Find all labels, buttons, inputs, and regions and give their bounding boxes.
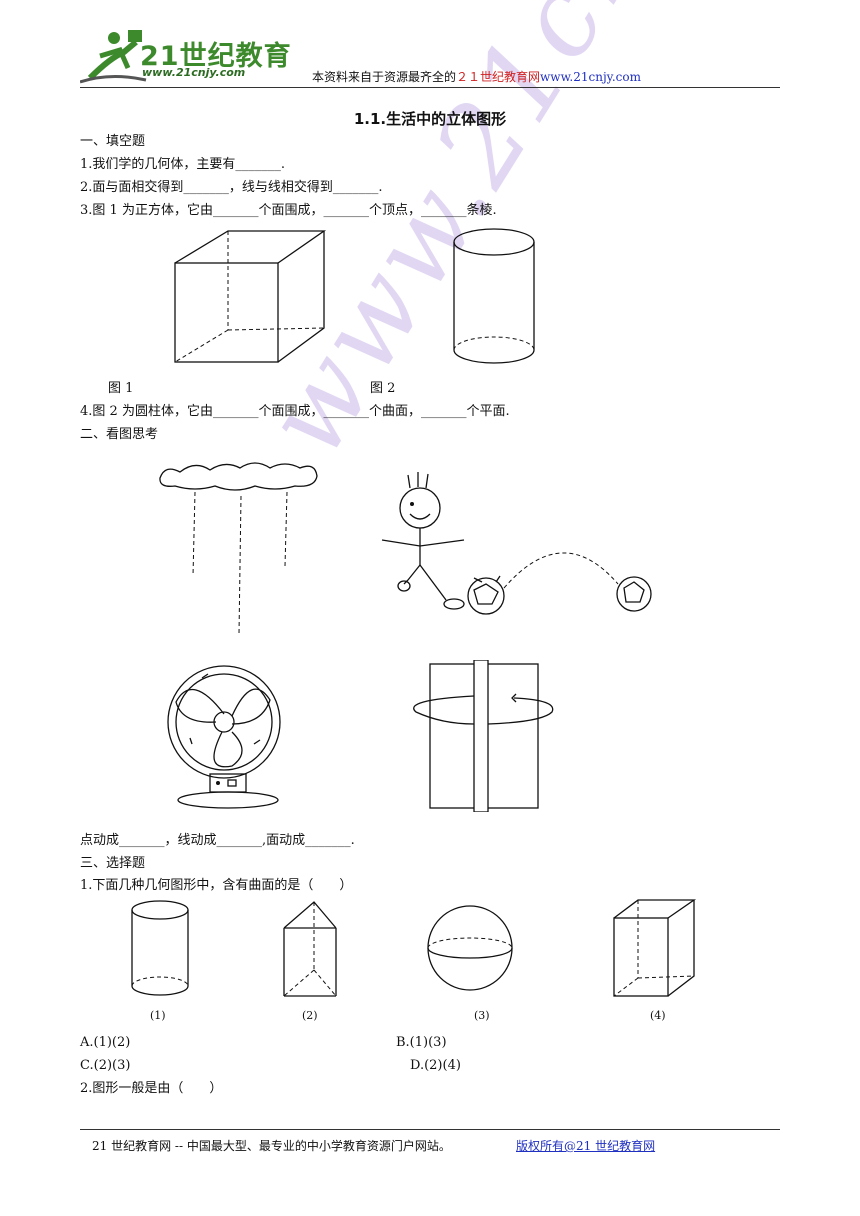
- question-1-2: 2.面与面相交得到_______，线与线相交得到_______.: [80, 180, 383, 195]
- footer-divider: [80, 1129, 780, 1130]
- section2-heading: 二、看图思考: [80, 427, 159, 442]
- cylinder-figure: [453, 228, 535, 364]
- runner-logo-icon: [79, 30, 147, 84]
- header-note-site: ２１世纪教育网: [456, 70, 541, 84]
- question-3-2: 2.图形一般是由（ ）: [80, 1081, 223, 1096]
- kicking-ball-figure: [381, 472, 652, 615]
- header-note-prefix: 本资料来自于资源最齐全的: [312, 70, 457, 84]
- choice-label-2: (2): [302, 1009, 318, 1022]
- choice-label-1: (1): [150, 1009, 166, 1022]
- header-note: 本资料来自于资源最齐全的２１世纪教育网www.21cnjy.com: [312, 68, 641, 86]
- figure-1-label: 图 1: [108, 381, 134, 396]
- choice-label-3: (3): [474, 1009, 490, 1022]
- page-title: 1.1.生活中的立体图形: [353, 110, 507, 128]
- rotating-rectangle-figure: [413, 660, 554, 812]
- choice-cylinder: [131, 900, 189, 996]
- section1-heading: 一、填空题: [80, 134, 146, 149]
- choice-sphere: [427, 905, 513, 991]
- option-a: A.(1)(2): [80, 1035, 131, 1050]
- logo-url: www.21cnjy.com: [142, 66, 246, 79]
- footer-copyright-link[interactable]: 版权所有@21 世纪教育网: [516, 1139, 656, 1153]
- choice-label-4: (4): [650, 1009, 666, 1022]
- fan-figure: [167, 665, 281, 809]
- section2-fill: 点动成_______，线动成_______,面动成_______.: [80, 833, 355, 848]
- footer-text: 21 世纪教育网 -- 中国最大型、最专业的中小学教育资源门户网站。: [92, 1139, 451, 1153]
- logo-text: 21世纪教育: [140, 41, 292, 72]
- question-1-4: 4.图 2 为圆柱体，它由_______个面围成，_______个曲面，____…: [80, 404, 510, 419]
- question-3-1: 1.下面几种几何图形中，含有曲面的是（ ）: [80, 878, 353, 893]
- option-d: D.(2)(4): [410, 1058, 461, 1073]
- choice-cuboid: [613, 899, 697, 997]
- cube-figure: [174, 230, 327, 363]
- site-logo[interactable]: [79, 28, 300, 86]
- question-1-1: 1.我们学的几何体，主要有_______.: [80, 157, 286, 172]
- option-b: B.(1)(3): [396, 1035, 447, 1050]
- header-divider: [80, 87, 780, 88]
- choice-prism: [283, 901, 337, 997]
- figure-2-label: 图 2: [370, 381, 396, 396]
- header-note-url[interactable]: www.21cnjy.com: [540, 70, 641, 84]
- rain-cloud-figure: [159, 462, 318, 635]
- option-c: C.(2)(3): [80, 1058, 131, 1073]
- section3-heading: 三、选择题: [80, 856, 146, 871]
- question-1-3: 3.图 1 为正方体，它由_______个面围成，_______个顶点，____…: [80, 203, 497, 218]
